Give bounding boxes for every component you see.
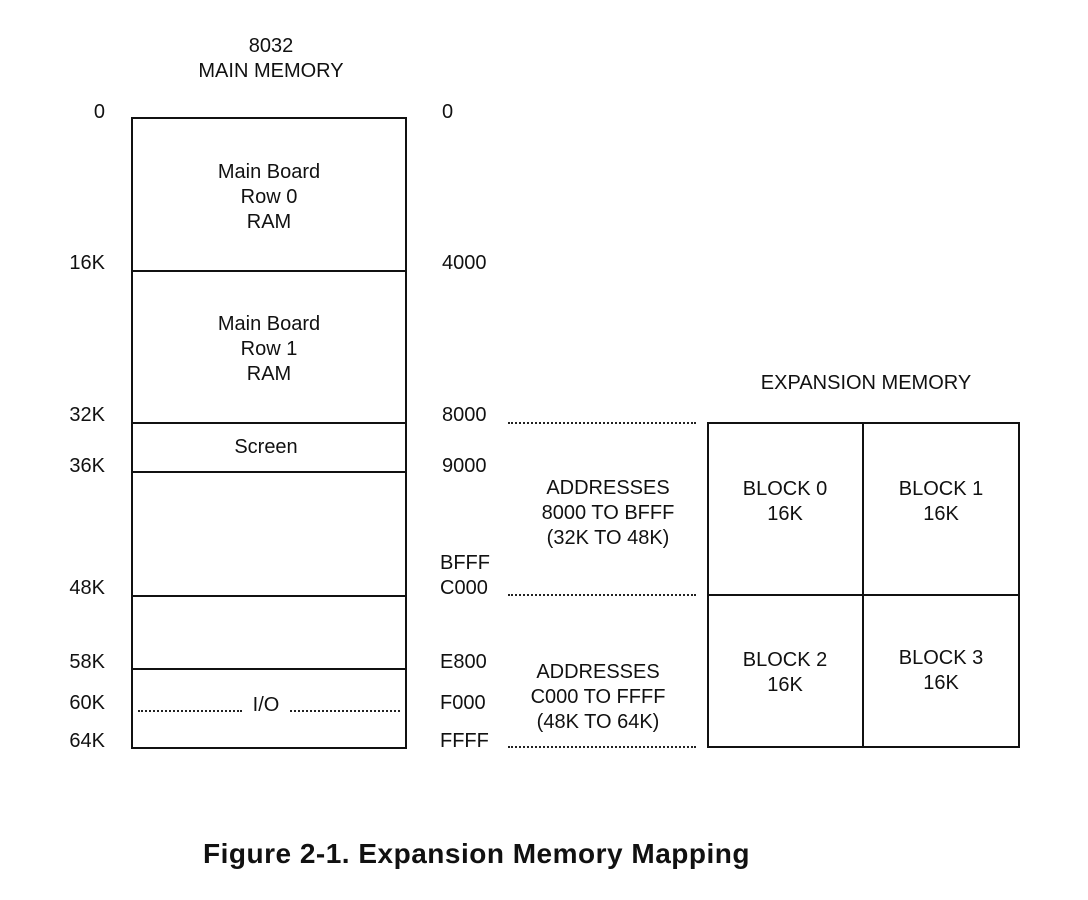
main-memory-title: MAIN MEMORY	[198, 60, 344, 82]
block-1: BLOCK 1 16K	[863, 477, 1019, 527]
divider-32k	[131, 422, 407, 424]
main-memory-map	[131, 117, 407, 749]
block-size: 16K	[923, 503, 959, 525]
block-size: 16K	[767, 503, 803, 525]
block-0: BLOCK 0 16K	[707, 477, 863, 527]
block-name: BLOCK 3	[898, 647, 984, 669]
block-name: BLOCK 0	[742, 478, 828, 500]
io-dotted-line-left	[138, 710, 242, 712]
left-label-32k: 32K	[69, 404, 105, 426]
hex-label-bfff: BFFF	[440, 552, 490, 574]
region-screen: Screen	[128, 435, 404, 460]
hex-label-f000: F000	[440, 692, 486, 714]
region-label: Main Board	[217, 161, 321, 183]
left-label-60k: 60K	[69, 692, 105, 714]
hex-label-9000: 9000	[442, 455, 487, 477]
hex-label-e800: E800	[440, 651, 487, 673]
region-label: Row 0	[240, 186, 298, 208]
hex-label-8000: 8000	[442, 404, 487, 426]
expansion-horizontal-divider	[707, 594, 1020, 596]
divider-48k	[131, 595, 407, 597]
address-range-label: ADDRESSES	[536, 661, 660, 683]
leader-8000	[508, 422, 696, 424]
io-dotted-line-right	[290, 710, 400, 712]
address-range-upper: ADDRESSES 8000 TO BFFF (32K TO 48K)	[508, 476, 708, 551]
address-range-label: C000 TO FFFF	[530, 686, 666, 708]
expansion-vertical-divider	[862, 422, 864, 748]
region-row1-ram: Main Board Row 1 RAM	[131, 312, 407, 387]
left-label-58k: 58K	[69, 651, 105, 673]
expansion-memory-title: EXPANSION MEMORY	[760, 372, 972, 394]
hex-label-0: 0	[442, 101, 454, 123]
hex-label-ffff: FFFF	[440, 730, 489, 752]
divider-58k	[131, 668, 407, 670]
region-label: Main Board	[217, 313, 321, 335]
divider-16k	[131, 270, 407, 272]
block-name: BLOCK 1	[898, 478, 984, 500]
main-memory-title-number: 8032	[248, 35, 294, 57]
region-label: Row 1	[240, 338, 298, 360]
block-3: BLOCK 3 16K	[863, 646, 1019, 696]
address-range-label: 8000 TO BFFF	[541, 502, 675, 524]
region-io: I/O	[128, 693, 404, 718]
address-range-label: ADDRESSES	[546, 477, 670, 499]
leader-c000	[508, 594, 696, 596]
divider-36k	[131, 471, 407, 473]
left-label-36k: 36K	[69, 455, 105, 477]
address-range-label: (48K TO 64K)	[536, 711, 660, 733]
leader-ffff	[508, 746, 696, 748]
region-label: Screen	[234, 436, 298, 458]
region-label: RAM	[246, 211, 292, 233]
left-label-64k: 64K	[69, 730, 105, 752]
block-size: 16K	[923, 672, 959, 694]
region-label: I/O	[248, 694, 284, 716]
hex-label-c000: C000	[440, 577, 488, 599]
block-size: 16K	[767, 674, 803, 696]
hex-label-4000: 4000	[442, 252, 487, 274]
address-range-label: (32K TO 48K)	[546, 527, 670, 549]
block-2: BLOCK 2 16K	[707, 648, 863, 698]
region-row0-ram: Main Board Row 0 RAM	[131, 160, 407, 235]
block-name: BLOCK 2	[742, 649, 828, 671]
figure-caption: Figure 2-1. Expansion Memory Mapping	[203, 838, 750, 869]
left-label-16k: 16K	[69, 252, 105, 274]
region-label: RAM	[246, 363, 292, 385]
address-range-lower: ADDRESSES C000 TO FFFF (48K TO 64K)	[498, 660, 698, 735]
left-label-48k: 48K	[69, 577, 105, 599]
left-label-0: 0	[93, 101, 105, 123]
